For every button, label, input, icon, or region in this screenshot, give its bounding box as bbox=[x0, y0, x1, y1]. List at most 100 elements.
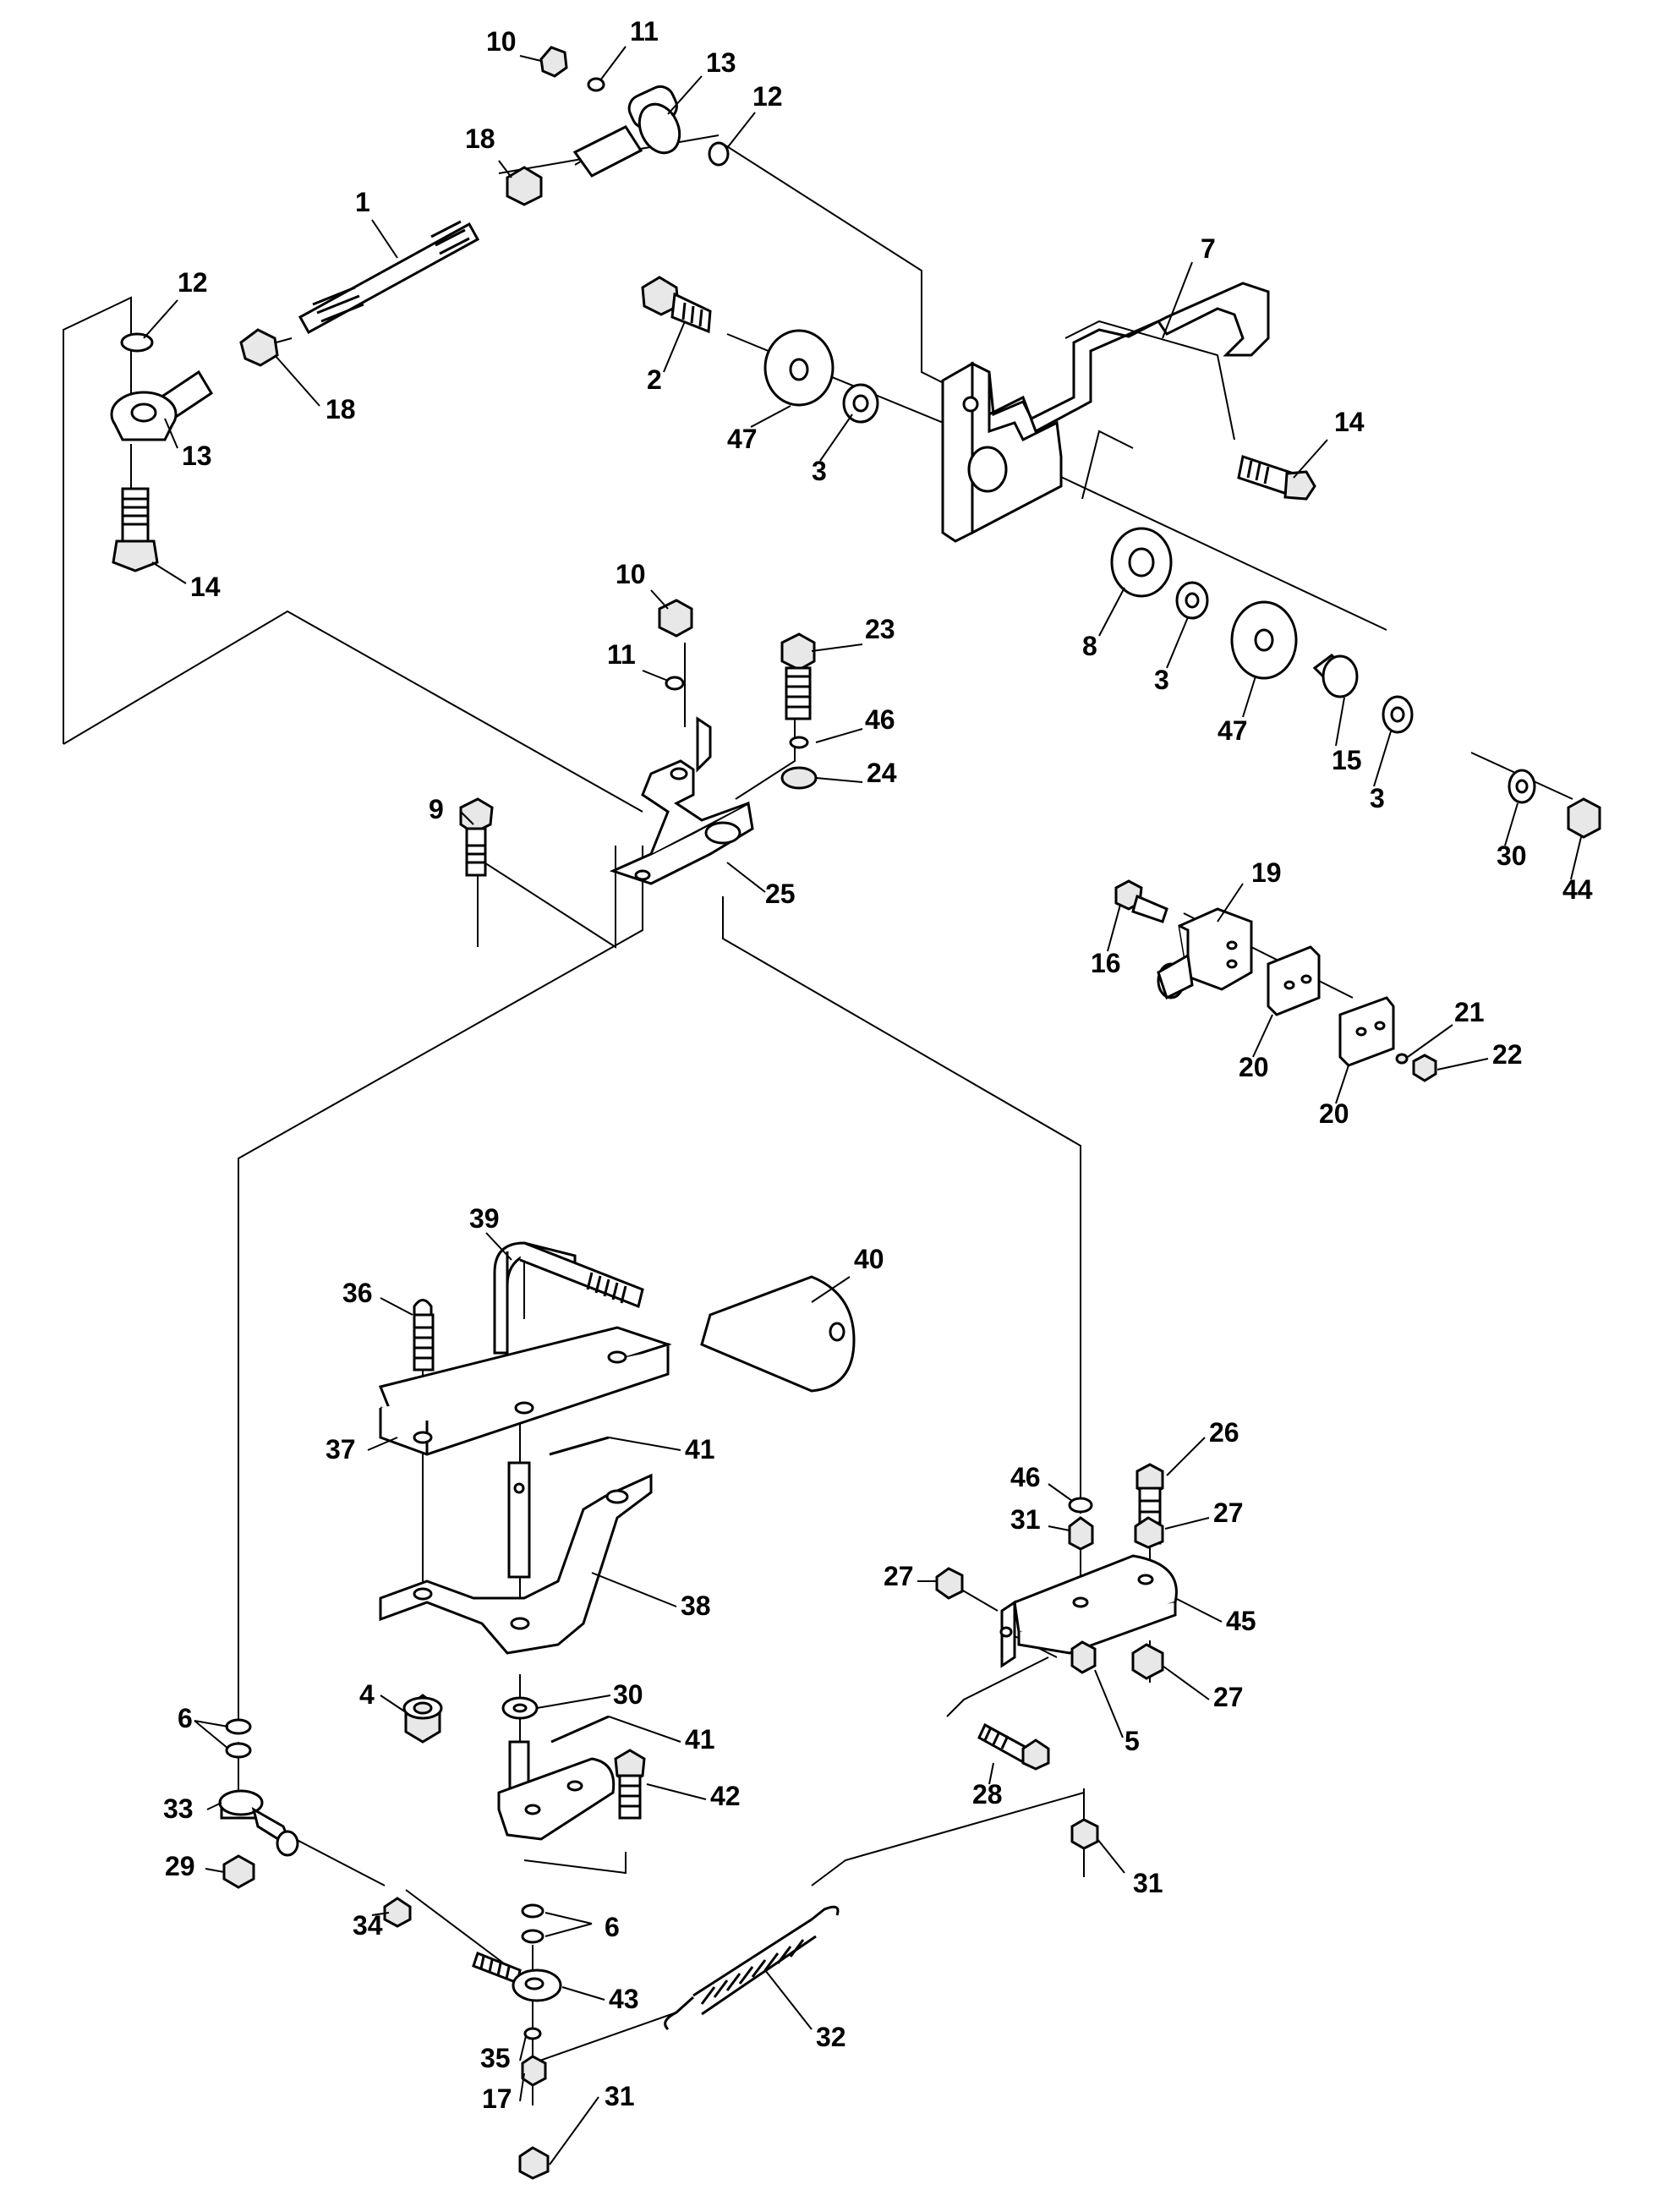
callout-label: 8 bbox=[1082, 631, 1097, 661]
callout-label: 13 bbox=[706, 47, 736, 78]
leader-line bbox=[1166, 1437, 1206, 1476]
leader-line bbox=[726, 112, 756, 149]
leader-line bbox=[1162, 261, 1193, 339]
leader-line bbox=[1097, 1838, 1125, 1874]
leader-line bbox=[650, 589, 669, 610]
callout-label: 12 bbox=[752, 81, 783, 112]
leader-line bbox=[667, 75, 703, 115]
callout-label: 27 bbox=[1213, 1497, 1244, 1528]
callout-label: 14 bbox=[190, 572, 221, 602]
callout-label: 39 bbox=[469, 1203, 500, 1234]
tension-spring bbox=[664, 1905, 840, 2031]
callout-label: 41 bbox=[685, 1434, 715, 1465]
leader-line bbox=[608, 1437, 681, 1451]
callout-label: 35 bbox=[480, 2043, 511, 2073]
callout-label: 10 bbox=[616, 559, 646, 589]
leader-line bbox=[380, 1695, 407, 1713]
leader-line bbox=[544, 1912, 593, 1925]
callout-label: 30 bbox=[613, 1679, 643, 1710]
callout-label: 25 bbox=[765, 879, 796, 909]
callout-label: 20 bbox=[1239, 1052, 1269, 1082]
leader-line bbox=[371, 1912, 390, 1916]
leader-line bbox=[726, 862, 766, 893]
callout-label: 3 bbox=[1370, 783, 1385, 813]
block-assembly bbox=[1114, 879, 1437, 1082]
leader-line bbox=[519, 2035, 527, 2061]
leader-line bbox=[1094, 1669, 1124, 1738]
leader-line bbox=[1164, 1517, 1210, 1530]
callout-label: 27 bbox=[1213, 1682, 1244, 1712]
callout-label: 1 bbox=[355, 187, 370, 217]
leader-line bbox=[194, 1720, 229, 1749]
leader-line bbox=[815, 728, 863, 743]
leader-line bbox=[485, 1232, 512, 1261]
leader-line bbox=[1293, 439, 1328, 479]
callout-label: 45 bbox=[1226, 1606, 1256, 1636]
callout-label: 44 bbox=[1562, 874, 1593, 905]
pivot-bracket bbox=[935, 1463, 1178, 1850]
bracket-assembly bbox=[641, 276, 1601, 839]
leader-line bbox=[811, 643, 863, 652]
leader-line bbox=[1436, 1058, 1489, 1070]
callout-label: 38 bbox=[681, 1591, 711, 1621]
callout-label: 24 bbox=[867, 758, 897, 788]
leader-line bbox=[642, 670, 669, 682]
leader-line bbox=[194, 1720, 229, 1727]
callout-label: 23 bbox=[865, 614, 895, 644]
callout-label: 27 bbox=[884, 1561, 914, 1591]
callout-label: 28 bbox=[972, 1779, 1003, 1810]
leader-line bbox=[1162, 1665, 1210, 1700]
callout-label: 47 bbox=[727, 424, 758, 454]
callout-label: 46 bbox=[1010, 1462, 1041, 1492]
callout-label: 26 bbox=[1209, 1417, 1239, 1448]
leader-line bbox=[143, 299, 178, 339]
callout-label: 31 bbox=[1010, 1504, 1041, 1535]
callout-label: 5 bbox=[1125, 1726, 1140, 1756]
leader-line bbox=[1174, 1597, 1223, 1623]
leader-line bbox=[1242, 676, 1256, 718]
callout-label: 20 bbox=[1319, 1098, 1349, 1129]
callout-label: 36 bbox=[342, 1278, 373, 1308]
rod-assembly-top bbox=[110, 46, 730, 572]
leader-line bbox=[811, 1276, 851, 1303]
callout-label: 11 bbox=[630, 16, 659, 47]
callout-label: 12 bbox=[178, 267, 208, 298]
leader-line bbox=[380, 1297, 413, 1316]
callout-label: 11 bbox=[607, 639, 636, 670]
callout-label: 47 bbox=[1218, 715, 1248, 746]
leader-line bbox=[544, 1923, 593, 1937]
leader-line bbox=[1217, 883, 1244, 923]
callout-label: 34 bbox=[353, 1910, 383, 1941]
callout-label: 15 bbox=[1332, 745, 1362, 775]
callout-label: 40 bbox=[854, 1244, 884, 1274]
leader-line bbox=[151, 561, 187, 584]
callout-label: 42 bbox=[710, 1781, 741, 1811]
leader-line bbox=[591, 1572, 677, 1607]
leader-line bbox=[519, 2072, 525, 2102]
leader-line bbox=[561, 1986, 605, 2001]
callout-label: 29 bbox=[165, 1851, 195, 1881]
leader-line bbox=[205, 1868, 225, 1873]
leader-line bbox=[750, 405, 791, 428]
leader-line bbox=[1098, 587, 1125, 637]
leader-line bbox=[599, 46, 627, 81]
leader-line bbox=[460, 811, 474, 825]
callout-label: 10 bbox=[486, 26, 517, 57]
callout-label: 18 bbox=[465, 123, 495, 154]
callout-label: 6 bbox=[178, 1703, 193, 1733]
leader-line bbox=[1107, 904, 1121, 952]
leader-line bbox=[988, 1762, 994, 1785]
callout-label: 37 bbox=[326, 1434, 356, 1465]
callout-label: 21 bbox=[1454, 997, 1485, 1027]
leader-line bbox=[549, 2096, 599, 2165]
callout-label: 32 bbox=[816, 2022, 846, 2052]
leader-line bbox=[764, 1969, 813, 2030]
leader-line bbox=[367, 1437, 398, 1451]
callout-label: 14 bbox=[1334, 407, 1365, 437]
linkage-plate bbox=[459, 599, 818, 885]
callout-label: 46 bbox=[865, 704, 895, 735]
rod-assembly-lower bbox=[218, 1718, 562, 2180]
callout-label: 31 bbox=[605, 2081, 635, 2111]
leader-line bbox=[1504, 802, 1519, 846]
